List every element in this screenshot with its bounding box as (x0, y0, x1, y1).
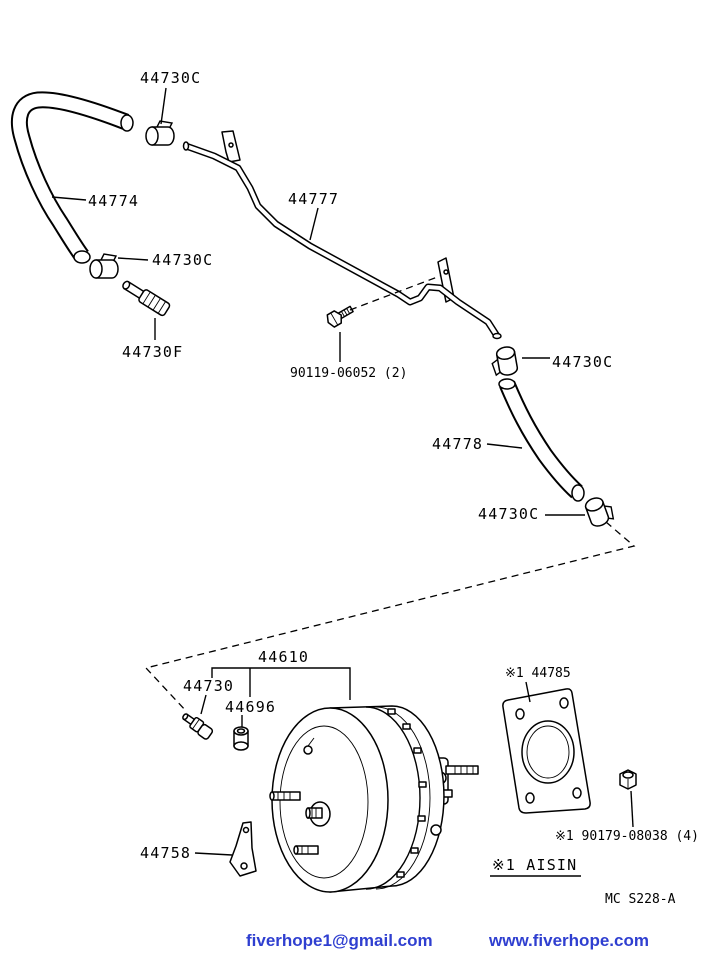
leader-fitting-44730 (200, 694, 207, 715)
label-fitting-44730: 44730 (183, 677, 234, 695)
label-grommet-44696: 44696 (225, 698, 276, 716)
bracket-line-44610 (211, 667, 351, 700)
front-stud-upper (269, 791, 301, 801)
brake-booster-44610 (269, 705, 479, 893)
gasket-44785 (502, 688, 591, 814)
leader-pipe-44777 (309, 207, 319, 241)
label-bracket-44758: 44758 (140, 844, 191, 862)
leader-hose-44778 (486, 443, 523, 449)
label-nut: ※1 90179-08038 (4) (555, 829, 699, 844)
grommet-44696 (233, 726, 249, 751)
leader-bracket-44758 (194, 852, 233, 856)
rear-stud-upper (445, 765, 479, 775)
label-gasket-44785: ※1 44785 (505, 666, 571, 681)
clamp-44730c-right-upper (491, 346, 519, 377)
fitting-44730 (182, 713, 214, 740)
label-clamp-left: 44730C (152, 251, 213, 269)
label-pipe-44777: 44777 (288, 190, 339, 208)
leader-gasket-44785 (525, 681, 531, 703)
label-hose-44778: 44778 (432, 435, 483, 453)
leader-hose-44774 (51, 196, 87, 201)
label-clamp-top: 44730C (140, 69, 201, 87)
bolt-90119-06052 (326, 305, 354, 328)
label-clamp-right-upper: 44730C (552, 353, 613, 371)
clamp-44730c-top (145, 120, 175, 146)
dashed-line-bolt-to-bracket (349, 275, 441, 311)
label-fitting-44730f: 44730F (122, 343, 183, 361)
footer-website: www.fiverhope.com (488, 931, 649, 950)
bracket-44758 (229, 821, 257, 877)
label-clamp-right-lower: 44730C (478, 505, 539, 523)
front-stud-lower (293, 845, 319, 855)
hose-44778 (498, 378, 585, 502)
leader-clamp-left (117, 257, 149, 261)
pushrod (305, 801, 331, 827)
footer-email: fiverhope1@gmail.com (246, 931, 433, 950)
label-bolt: 90119-06052 (2) (290, 366, 407, 381)
leader-clamp-top (160, 87, 167, 125)
drawing-code: MC S228-A (605, 892, 676, 907)
pipe-44777 (182, 130, 502, 340)
hose-44774 (10, 91, 134, 264)
dashed-connection-line (144, 521, 636, 713)
clamp-44730c-right-lower (584, 497, 615, 527)
fitting-44730f (122, 280, 171, 317)
leader-nut (630, 790, 634, 828)
label-booster-44610: 44610 (258, 648, 309, 666)
label-hose-44774: 44774 (88, 192, 139, 210)
clamp-44730c-left (89, 253, 119, 279)
nut-90179-08038 (619, 769, 637, 790)
note-aisin: ※1 AISIN (492, 856, 577, 874)
